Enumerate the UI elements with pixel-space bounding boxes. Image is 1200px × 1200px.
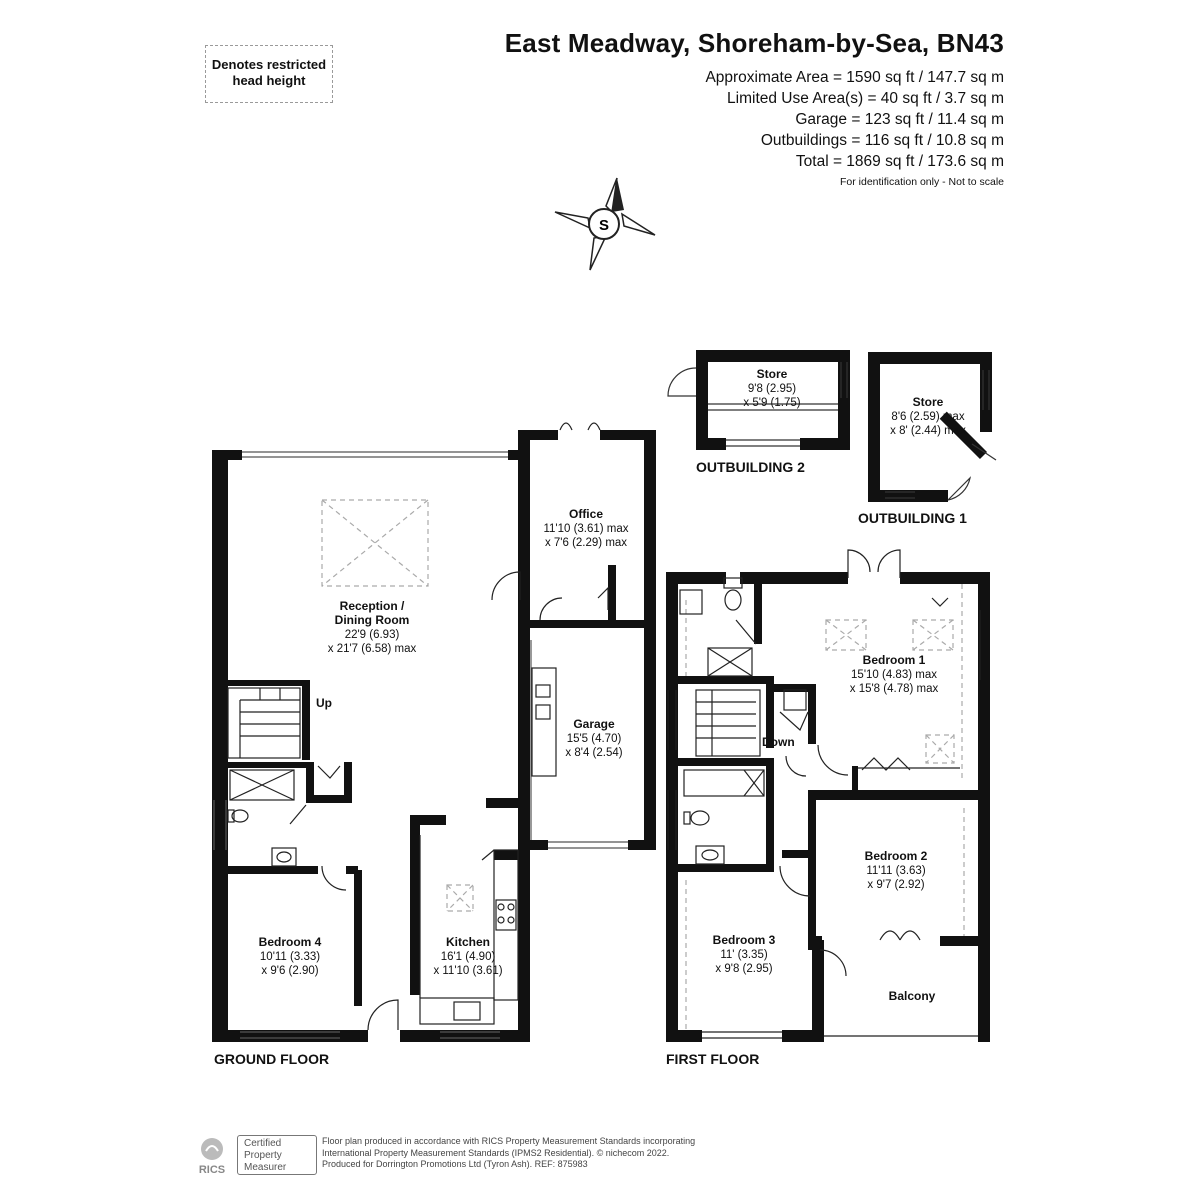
bedroom4-dim-1: 10'11 (3.33) <box>260 951 320 963</box>
bedroom3-dim-2: x 9'8 (2.95) <box>715 963 772 975</box>
rics-logo: RICS <box>192 1135 232 1177</box>
office-name: Office <box>569 507 603 521</box>
footer-line: International Property Measurement Stand… <box>322 1147 670 1158</box>
reception-dim-1: 22'9 (6.93) <box>345 629 400 641</box>
kitchen-dim-2: x 11'10 (3.61) <box>433 965 502 977</box>
bedroom4-dim-2: x 9'6 (2.90) <box>261 965 318 977</box>
kitchen-dim-1: 16'1 (4.90) <box>441 951 496 963</box>
ground-floor-fixtures <box>227 422 609 1031</box>
reception-name-2: Dining Room <box>335 613 410 627</box>
kitchen-name: Kitchen <box>446 935 490 949</box>
garage-name: Garage <box>573 717 615 731</box>
rics-certified-badge: Certified Property Measurer <box>237 1135 317 1175</box>
area-summary: Approximate Area = 1590 sq ft / 147.7 sq… <box>705 67 1004 172</box>
property-title: East Meadway, Shoreham-by-Sea, BN43 <box>504 28 1004 58</box>
rics-cert-line: Measurer <box>244 1162 287 1173</box>
restricted-head-height-legend: Denotes restricted head height <box>205 45 333 103</box>
ground-floor-label: GROUND FLOOR <box>214 1051 329 1067</box>
store2-dim-1: 9'8 (2.95) <box>748 383 796 395</box>
scale-note: For identification only - Not to scale <box>840 176 1004 188</box>
reception-name-1: Reception / <box>340 599 405 613</box>
bedroom3-name: Bedroom 3 <box>713 933 776 947</box>
compass-icon: S <box>554 177 656 271</box>
area-line: Limited Use Area(s) = 40 sq ft / 3.7 sq … <box>727 90 1004 107</box>
legend-line-2: head height <box>232 73 306 88</box>
area-line: Outbuildings = 116 sq ft / 10.8 sq m <box>760 132 1004 149</box>
bedroom1-dim-2: x 15'8 (4.78) max <box>850 683 939 695</box>
bedroom1-dim-1: 15'10 (4.83) max <box>851 669 937 681</box>
stairs-down-label: Down <box>762 735 795 749</box>
office-dim-2: x 7'6 (2.29) max <box>545 537 627 549</box>
store1-dim-2: x 8' (2.44) max <box>890 425 966 437</box>
rics-logo-text: RICS <box>199 1164 225 1176</box>
footer-line: Produced for Dorrington Promotions Ltd (… <box>322 1159 588 1169</box>
bedroom4-name: Bedroom 4 <box>259 935 322 949</box>
compass-letter: S <box>599 217 609 234</box>
office-dim-1: 11'10 (3.61) max <box>543 523 628 535</box>
stairs-up-label: Up <box>316 696 332 710</box>
footer-text: Floor plan produced in accordance with R… <box>322 1136 695 1171</box>
room-labels: Reception / Dining Room 22'9 (6.93) x 21… <box>214 367 967 1067</box>
bedroom2-dim-2: x 9'7 (2.92) <box>867 879 924 891</box>
rics-cert-line: Certified <box>244 1138 282 1149</box>
rics-emblem-icon: RICS <box>199 1138 225 1176</box>
bedroom2-name: Bedroom 2 <box>865 849 928 863</box>
balcony-name: Balcony <box>889 989 936 1003</box>
store2-dim-2: x 5'9 (1.75) <box>743 397 800 409</box>
legend-line-1: Denotes restricted <box>211 57 327 72</box>
bedroom3-dim-1: 11' (3.35) <box>720 949 768 961</box>
outbuilding-2-label: OUTBUILDING 2 <box>696 459 805 475</box>
garage-dim-2: x 8'4 (2.54) <box>565 747 622 759</box>
ground-floor-windows <box>213 451 628 1039</box>
area-line: Garage = 123 sq ft / 11.4 sq m <box>795 111 1004 128</box>
area-line: Total = 1869 sq ft / 173.6 sq m <box>795 153 1004 170</box>
first-floor-plan <box>666 572 990 1042</box>
restricted-head-height-areas <box>321 499 965 1030</box>
reception-dim-2: x 21'7 (6.58) max <box>328 643 417 655</box>
outbuilding-1-label: OUTBUILDING 1 <box>858 510 967 526</box>
first-floor-details <box>667 549 981 1039</box>
garage-dim-1: 15'5 (4.70) <box>567 733 622 745</box>
store1-name: Store <box>913 395 944 409</box>
store1-dim-1: 8'6 (2.59) max <box>891 411 964 423</box>
ground-floor-plan <box>212 430 656 1042</box>
bedroom2-dim-1: 11'11 (3.63) <box>866 865 925 877</box>
store2-name: Store <box>757 367 788 381</box>
footer-line: Floor plan produced in accordance with R… <box>322 1136 696 1146</box>
rics-cert-line: Property <box>244 1150 282 1161</box>
outbuilding-2-details <box>667 362 848 447</box>
area-line: Approximate Area = 1590 sq ft / 147.7 sq… <box>705 69 1004 86</box>
outbuilding-1-details <box>885 370 997 501</box>
first-floor-label: FIRST FLOOR <box>666 1051 759 1067</box>
bedroom1-name: Bedroom 1 <box>863 653 926 667</box>
